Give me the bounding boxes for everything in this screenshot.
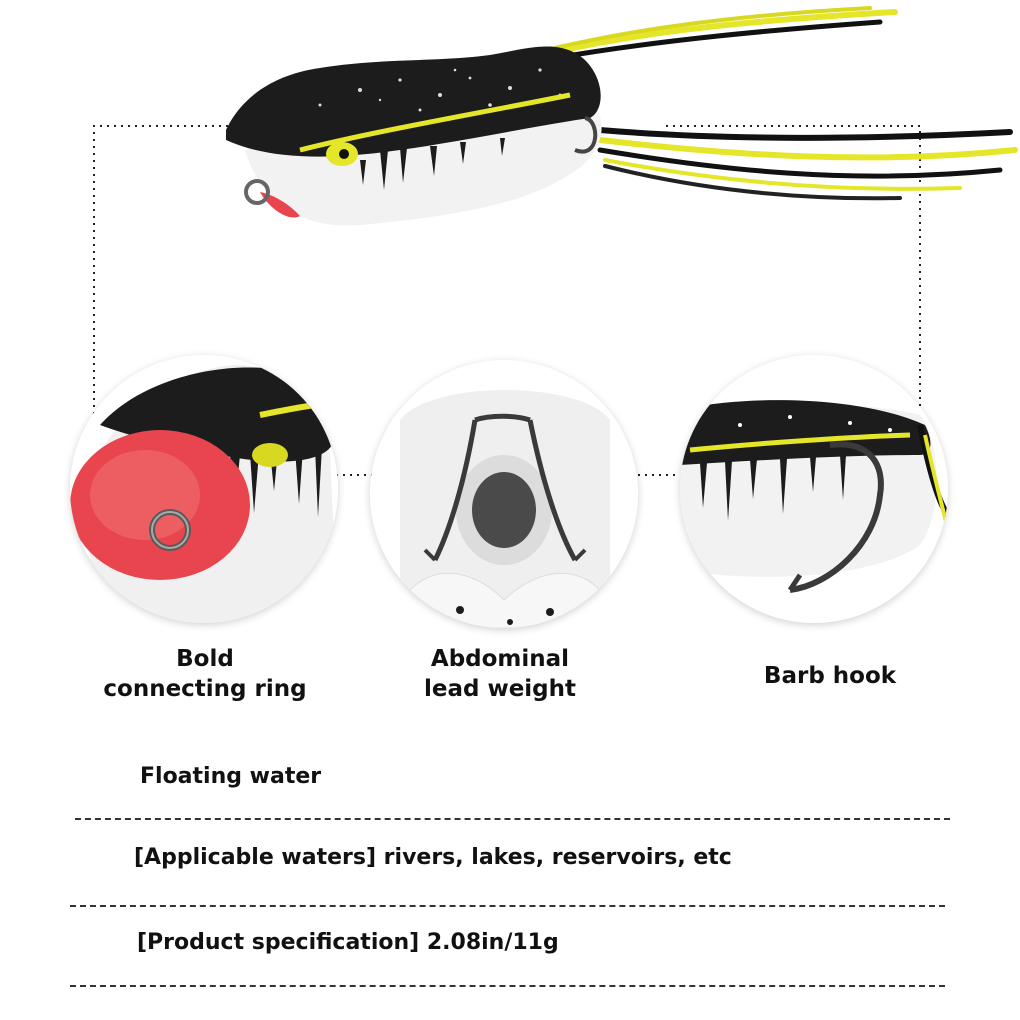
spec-product-specification: [Product specification] 2.08in/11g xyxy=(137,930,559,955)
spec-floating: Floating water xyxy=(140,764,322,789)
barb-hook-icon xyxy=(680,355,948,623)
divider-3 xyxy=(70,985,945,987)
spec-applicable-waters: [Applicable waters] rivers, lakes, reser… xyxy=(134,845,732,870)
feature-ring-line1: Bold xyxy=(176,646,234,672)
feature-ring-line2: connecting ring xyxy=(103,676,307,702)
frog-head-icon xyxy=(70,355,338,623)
feature-caption-hook: Barb hook xyxy=(705,661,955,691)
feature-weight-line2: lead weight xyxy=(423,676,577,702)
lead-weight-icon xyxy=(370,360,638,628)
connector-lines xyxy=(93,125,921,476)
divider-1 xyxy=(75,818,950,820)
feature-caption-ring: Bold connecting ring xyxy=(80,644,330,704)
feature-caption-weight: Abdominal lead weight xyxy=(375,644,625,704)
barb-hook-closeup xyxy=(680,355,948,623)
connecting-ring-closeup xyxy=(70,355,338,623)
feature-hook-line1: Barb hook xyxy=(763,663,897,689)
lead-weight-closeup xyxy=(370,360,638,628)
divider-2 xyxy=(70,905,945,907)
feature-weight-line1: Abdominal xyxy=(430,646,570,672)
frog-lure-image xyxy=(226,6,1018,226)
